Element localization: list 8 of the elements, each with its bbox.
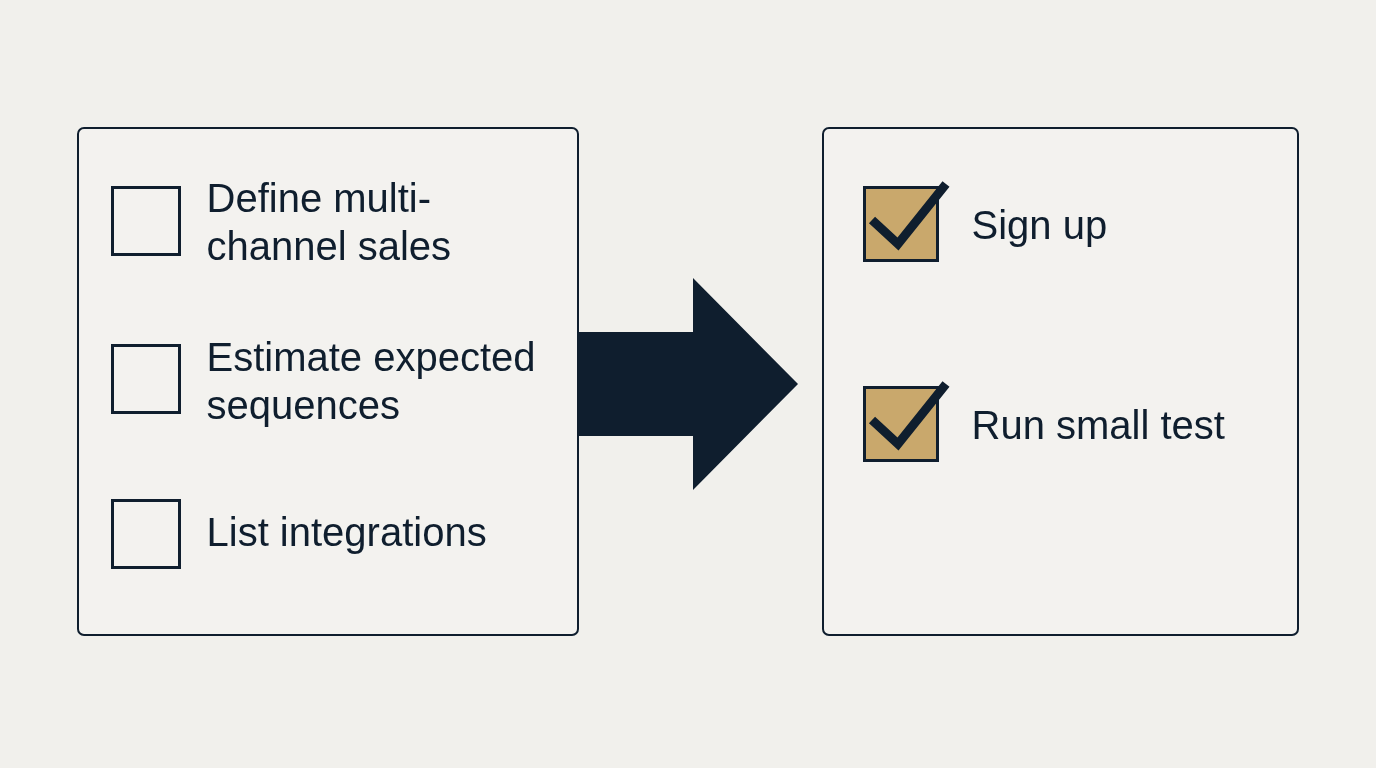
block-arrow xyxy=(579,278,798,490)
checklist-panel xyxy=(77,127,579,636)
task-label: Run small test xyxy=(971,401,1225,449)
task-label: Define multi-channel sales xyxy=(206,174,453,270)
checklist-panel xyxy=(822,127,1299,636)
task-label: List integrations xyxy=(206,508,487,556)
task-label: Sign up xyxy=(971,201,1108,249)
task-label: Estimate expected sequences xyxy=(206,333,537,429)
